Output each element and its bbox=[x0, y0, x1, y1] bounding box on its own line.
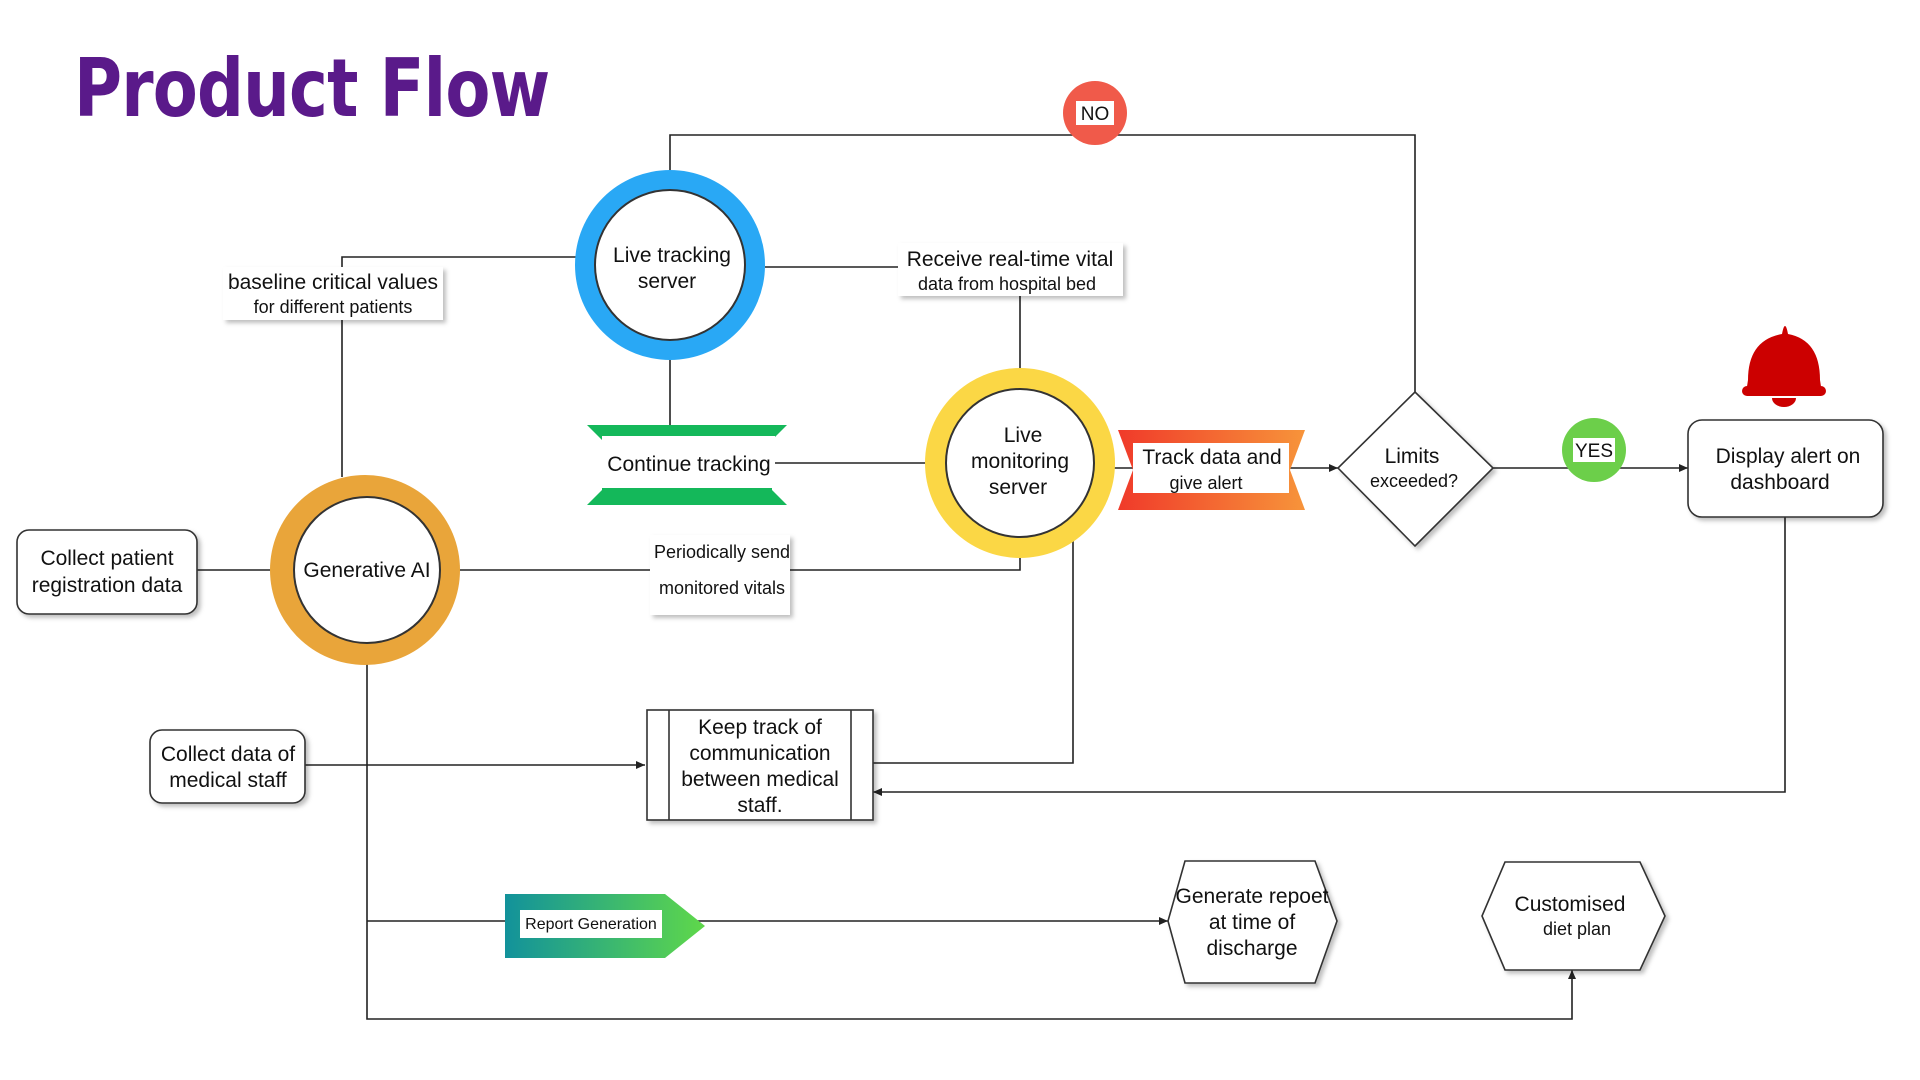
periodically-label: Periodically send monitored vitals bbox=[650, 535, 790, 615]
svg-text:Limits: Limits bbox=[1385, 445, 1440, 468]
baseline-label: baseline critical values for different p… bbox=[223, 267, 443, 320]
svg-text:medical staff: medical staff bbox=[169, 769, 287, 792]
collect-patient-node: Collect patient registration data bbox=[16, 529, 198, 615]
edge-alert-to-keeptrack bbox=[873, 517, 1786, 796]
svg-text:server: server bbox=[638, 270, 696, 293]
svg-text:YES: YES bbox=[1575, 441, 1613, 462]
limits-exceeded-decision: Limits exceeded? bbox=[1336, 390, 1495, 548]
display-alert-node: Display alert on dashboard bbox=[1687, 419, 1884, 518]
svg-text:server: server bbox=[989, 476, 1047, 499]
svg-text:monitoring: monitoring bbox=[971, 450, 1069, 473]
svg-text:Customised: Customised bbox=[1515, 893, 1626, 916]
svg-text:Track data and: Track data and bbox=[1142, 446, 1281, 469]
bell-icon bbox=[1742, 326, 1826, 407]
generative-ai-node: Generative AI bbox=[270, 475, 460, 665]
svg-text:Live: Live bbox=[1004, 424, 1043, 447]
keep-track-node: Keep track of communication between medi… bbox=[646, 709, 874, 821]
svg-text:for different patients: for different patients bbox=[254, 297, 413, 317]
svg-text:Keep track of: Keep track of bbox=[698, 716, 822, 739]
svg-text:at time of: at time of bbox=[1209, 911, 1296, 934]
connectors bbox=[197, 134, 1786, 1020]
svg-text:baseline critical values: baseline critical values bbox=[228, 271, 438, 294]
svg-text:exceeded?: exceeded? bbox=[1370, 471, 1458, 491]
svg-text:Periodically send: Periodically send bbox=[654, 542, 790, 562]
edge-ai-to-diet bbox=[366, 643, 1576, 1020]
svg-text:data from hospital bed: data from hospital bed bbox=[918, 274, 1096, 294]
track-data-node: Track data and give alert bbox=[1118, 430, 1305, 510]
svg-text:Report Generation: Report Generation bbox=[525, 916, 657, 933]
customised-diet-node: Customised diet plan bbox=[1481, 861, 1666, 971]
svg-text:dashboard: dashboard bbox=[1730, 471, 1829, 494]
svg-text:Receive real-time vital: Receive real-time vital bbox=[907, 248, 1114, 271]
no-badge: NO bbox=[1063, 81, 1127, 145]
receive-vital-label: Receive real-time vital data from hospit… bbox=[898, 243, 1123, 296]
edge-keeptrack-to-monitoring bbox=[873, 510, 1077, 764]
svg-text:communication: communication bbox=[689, 742, 830, 765]
svg-text:Collect patient: Collect patient bbox=[40, 547, 173, 570]
svg-text:registration data: registration data bbox=[32, 574, 183, 597]
generate-report-node: Generate repoet at time of discharge bbox=[1167, 860, 1338, 984]
svg-text:monitored vitals: monitored vitals bbox=[659, 578, 785, 598]
live-tracking-server-node: Live tracking server bbox=[575, 170, 765, 360]
svg-text:Display alert on: Display alert on bbox=[1716, 445, 1861, 468]
svg-text:diet plan: diet plan bbox=[1543, 919, 1611, 939]
edge-ai-to-tracking bbox=[341, 253, 598, 477]
report-generation-node: Report Generation bbox=[505, 894, 705, 958]
svg-text:Live tracking: Live tracking bbox=[613, 244, 731, 267]
svg-text:NO: NO bbox=[1081, 104, 1110, 125]
svg-text:Collect data of: Collect data of bbox=[161, 743, 295, 766]
continue-tracking-node: Continue tracking bbox=[587, 425, 787, 505]
svg-text:Generate repoet: Generate repoet bbox=[1176, 885, 1329, 908]
svg-text:discharge: discharge bbox=[1206, 937, 1297, 960]
page-title: Product Flow bbox=[74, 42, 550, 135]
collect-staff-node: Collect data of medical staff bbox=[149, 729, 306, 804]
live-monitoring-server-node: Live monitoring server bbox=[925, 368, 1115, 558]
svg-text:give alert: give alert bbox=[1169, 473, 1242, 493]
svg-text:Continue tracking: Continue tracking bbox=[607, 453, 770, 476]
svg-text:between medical: between medical bbox=[681, 768, 839, 791]
svg-text:Generative AI: Generative AI bbox=[303, 559, 430, 582]
svg-text:staff.: staff. bbox=[737, 794, 782, 817]
yes-badge: YES bbox=[1562, 418, 1626, 482]
edge-limits-no-to-tracking bbox=[666, 134, 1416, 392]
